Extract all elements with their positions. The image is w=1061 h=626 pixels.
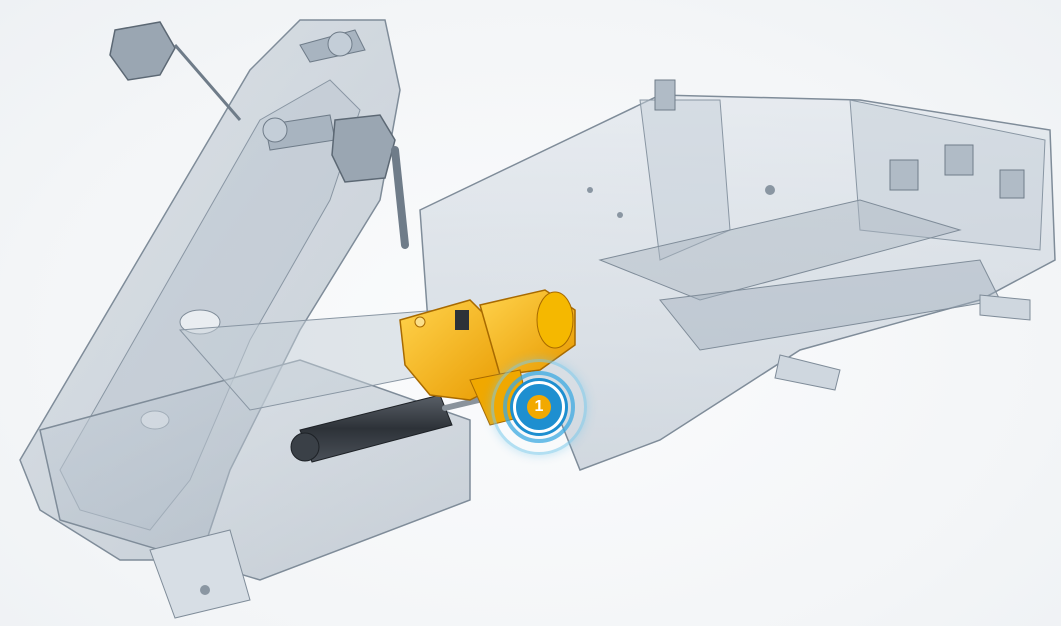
callout-marker-1[interactable]: 1 bbox=[491, 359, 587, 455]
callout-outer-ring bbox=[491, 359, 587, 455]
callout-middle-ring bbox=[503, 371, 575, 443]
lamp-icon bbox=[109, 21, 409, 249]
numbered-callout-icon: 1 bbox=[527, 395, 551, 419]
main-chassis-frame bbox=[419, 79, 1056, 471]
